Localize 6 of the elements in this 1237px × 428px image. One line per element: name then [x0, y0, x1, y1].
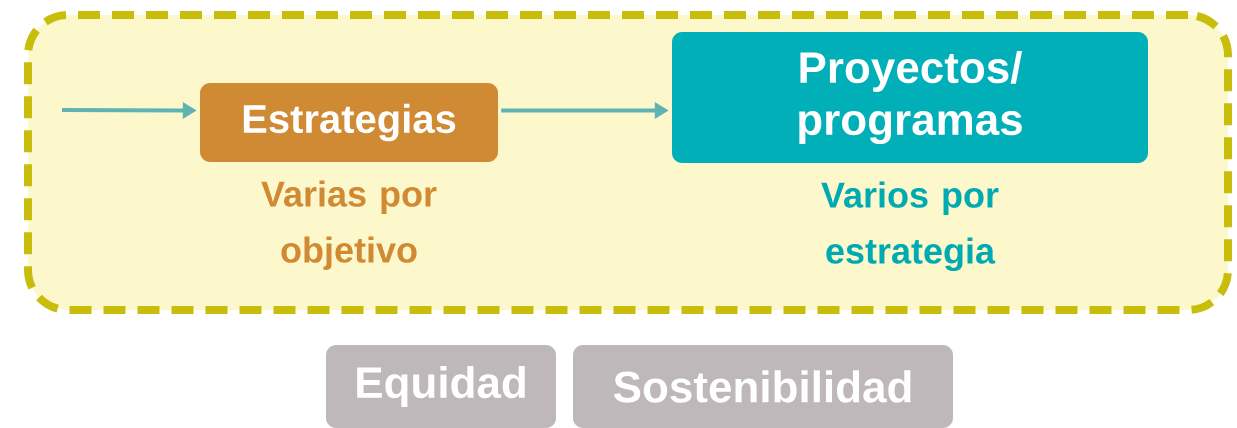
beside-text: Varios por estrategia: [821, 181, 999, 272]
category-box: Sostenibilidad: [573, 345, 953, 428]
category-box: Equidad: [326, 345, 556, 428]
process-box: Proyectos/ programas: [672, 32, 1148, 163]
beside-text: Varias por objetivo: [261, 180, 437, 270]
process-box: Estrategias: [200, 83, 498, 162]
